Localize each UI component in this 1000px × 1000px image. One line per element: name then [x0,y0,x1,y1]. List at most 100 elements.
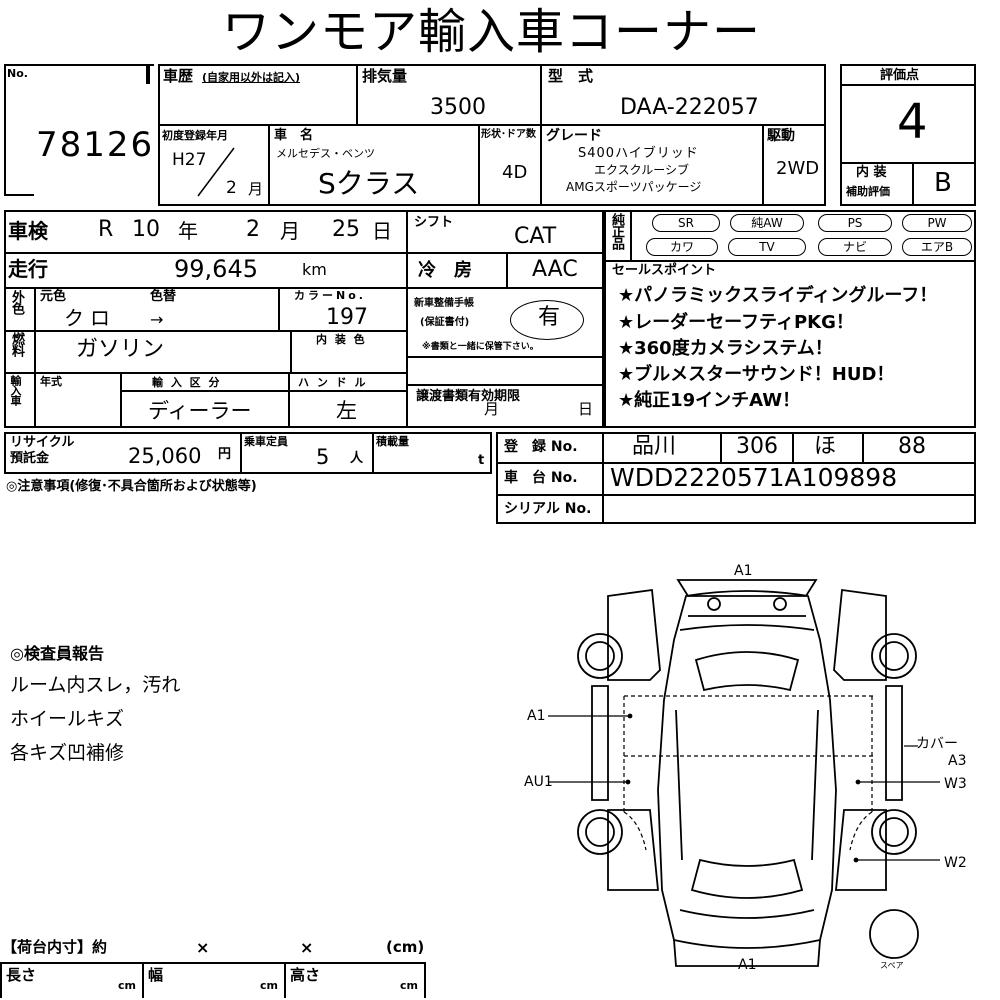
inspector-line-2: ホイールキズ [10,708,125,730]
cargo-height-label: 高さ [290,966,321,984]
row-3b [406,356,604,358]
grade-line1: S400ハイブリッド [578,146,699,161]
displacement-label: 排気量 [362,67,408,85]
equip-aw: 純AW [730,214,804,232]
capacity-unit: 人 [350,451,364,466]
reg-grid [496,432,976,524]
reg-slash [197,147,235,197]
inspection-day: 25 [332,217,360,242]
no-box-left [4,64,6,196]
diagram-mark-w2: W2 [944,855,967,871]
reg-div-2 [720,432,722,462]
sales-point-3: ★360度カメラシステム！ [618,338,833,359]
cargo-width-cm: cm [260,979,278,992]
no-box-tr [146,64,150,84]
recycle-label-2: 預託金 [10,451,50,466]
inspection-era: R [98,217,114,242]
cargo-length-cm: cm [118,979,136,992]
grade-line3: AMGスポーツパッケージ [566,180,702,194]
import-handle: 左 [336,399,357,423]
sales-point-2: ★レーダーセーフティPKG！ [618,312,854,333]
interior-color-label: 内 装 色 [316,333,367,346]
import-category: ディーラー [148,399,252,423]
manual-label-2: (保証書付) [420,317,470,328]
color-code: 197 [326,305,368,330]
diagram-mark-front: A1 [734,563,753,579]
cargo-height-cm: cm [400,979,418,992]
drive-value: 2WD [776,158,820,179]
capacity-value: 5 [316,445,330,469]
page-title: ワンモア輸入車コーナー [222,4,762,60]
side-col [34,287,36,428]
equip-sr: SR [652,214,720,232]
fuel-label: 燃料 [9,332,24,356]
name-label: 車 名 [274,128,314,143]
mid-div [406,210,408,428]
row-4 [4,372,406,374]
no-label: No. [7,67,28,80]
interior-label-2: 補助評価 [846,185,890,198]
score-div [912,162,914,206]
inspection-month-unit: 月 [280,219,300,243]
recycle-label-1: リサイクル [10,435,75,450]
interior-label-1: 内 装 [856,165,887,180]
notes-label: ◎注意事項(修復･不具合箇所および状態等) [6,479,257,494]
equip-leather: カワ [646,238,718,256]
top-grid [158,64,826,206]
shape-value: 4D [502,162,528,183]
reg-div-4 [862,432,864,462]
shape-label: 形状･ドア数 [481,129,536,140]
recycle-div [240,432,242,474]
sales-point-4: ★ブルメスターサウンド！HUD！ [618,364,895,385]
import-year-label: 年式 [40,375,62,388]
car-diagram [548,579,940,967]
inspection-day-unit: 日 [372,219,392,243]
ac-label: 冷 房 [418,260,472,281]
serial-label: シリアル No. [504,501,592,517]
manual-note: ※書類と一緒に保管下さい。 [422,342,539,352]
no-box-bl [4,194,34,196]
history-note: (自家用以外は記入) [202,71,301,84]
reg-kana: ほ [814,434,837,459]
displacement-value: 3500 [430,95,486,120]
reg-div [602,432,604,524]
mid-grid-left [4,210,604,428]
transfer-month: 月 [484,400,500,418]
manual-value: 有 [538,305,561,330]
import-side-label: 輸入車 [9,375,22,405]
color-change: → [150,310,164,329]
row-4b [406,384,604,386]
color-original-label: 元色 [40,289,67,304]
top-grid-mid [158,124,826,126]
mid-grid-right [604,210,976,428]
model-label: 型 式 [548,67,594,85]
load-unit: t [478,453,485,468]
name-model: Sクラス [318,167,420,200]
recycle-unit: 円 [218,447,232,462]
cargo-width-label: 幅 [148,966,164,984]
chassis-label: 車 台 No. [504,470,578,486]
chassis-value: WDD2220571A109898 [610,463,898,492]
diagram-mark-a3: A3 [948,753,967,769]
color-side-label: 外色 [9,290,24,314]
import-category-label: 輸 入 区 分 [152,376,222,389]
reg-row-2 [496,494,976,496]
reg-month: 2 [226,178,237,198]
transfer-label: 譲渡書類有効期限 [416,389,521,404]
inspector-line-3: 各キズ凹補修 [10,742,125,764]
name-maker: メルセデス・ベンツ [276,147,375,160]
cargo-div-1 [142,962,144,998]
recycle-row [4,432,492,474]
no-value: 78126 [36,125,155,165]
mileage-unit: km [302,260,327,279]
interior-value: B [934,168,952,198]
inspection-month: 2 [246,217,260,242]
row-2 [4,287,604,289]
reg-area: 品川 [632,434,677,459]
inspection-year: 10 [132,217,160,242]
equip-bottom [604,260,976,262]
equip-tv: TV [728,238,806,256]
sales-point-1: ★パノラミックスライディングルーフ！ [618,285,938,306]
reg-row-1 [496,462,976,464]
ac-div [506,252,508,287]
